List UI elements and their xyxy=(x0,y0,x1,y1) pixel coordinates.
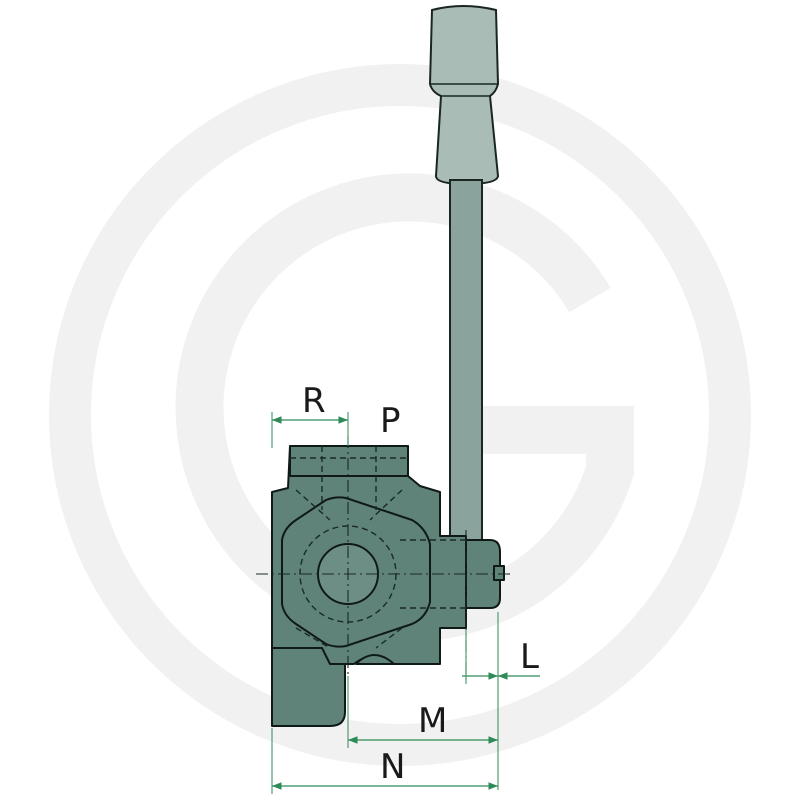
dimension-m: M xyxy=(347,676,498,748)
hidden-lines xyxy=(256,436,512,680)
label-n: N xyxy=(380,747,405,787)
dimension-r: R xyxy=(271,381,349,448)
dimension-l: L xyxy=(462,612,540,790)
watermark-logo xyxy=(49,64,751,766)
lever-rod xyxy=(449,179,483,541)
label-m: M xyxy=(418,701,447,741)
label-p: P xyxy=(380,401,401,441)
dimension-n: N xyxy=(271,728,498,794)
label-l: L xyxy=(520,637,539,677)
lever-knob xyxy=(428,5,500,186)
label-r: R xyxy=(302,381,326,421)
